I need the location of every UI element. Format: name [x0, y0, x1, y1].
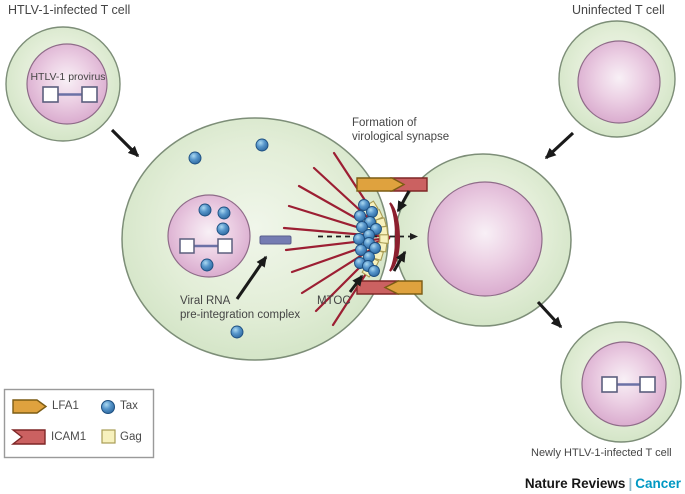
- arrow-infected-to-central: [110, 128, 140, 158]
- central-infected-cell: [121, 117, 389, 361]
- engaged-target-cell: [394, 153, 572, 327]
- label-viral-rna-line1: Viral RNA: [180, 295, 231, 307]
- legend-label-icam1: ICAM1: [51, 431, 87, 443]
- uninfected-t-cell: [558, 20, 676, 138]
- lfa1-arrow-icon: [383, 280, 423, 295]
- arrow-target-to-newly-infected: [536, 300, 563, 329]
- provirus-icon: [601, 376, 656, 393]
- arrow-uninfected-to-target: [544, 131, 575, 160]
- nuclear-tax-dots: [198, 203, 231, 272]
- label-synapse-formation: Formation of virological synapse: [352, 117, 449, 144]
- gag-square-icon: [101, 429, 116, 444]
- icam1-notched-bar-icon: [10, 429, 46, 445]
- label-viral-rna: Viral RNA pre-integration complex: [180, 295, 300, 322]
- arrow-synapse-upper: [396, 190, 411, 213]
- label-uninfected-t-cell: Uninfected T cell: [572, 3, 665, 17]
- newly-infected-t-cell: [560, 321, 682, 443]
- preintegration-complex-icon: [259, 235, 292, 245]
- cytoplasm-tax-dots: [188, 138, 269, 339]
- tax-cluster: [353, 199, 382, 277]
- journal-credit: Nature Reviews|Cancer: [525, 476, 681, 491]
- legend-label-lfa1: LFA1: [52, 400, 79, 412]
- label-mtoc: MTOC: [317, 295, 351, 307]
- arrow-synapse-lower: [392, 250, 407, 272]
- label-viral-rna-line2: pre-integration complex: [180, 308, 301, 321]
- arrow-viral-rna-pointer: [235, 255, 268, 300]
- arrow-mtoc-pointer: [348, 274, 364, 293]
- label-synapse-formation-line2: virological synapse: [352, 130, 450, 143]
- journal-name: Nature Reviews: [524, 476, 626, 491]
- label-htlv1-provirus: HTLV-1 provirus: [30, 71, 106, 83]
- label-synapse-formation-line1: Formation of: [352, 117, 417, 129]
- flow-arrows: [110, 128, 575, 329]
- provirus-icon: [179, 238, 233, 254]
- infected-t-cell: [5, 26, 121, 142]
- provirus-icon: [42, 86, 98, 103]
- lfa1-arrow-icon: [12, 399, 48, 414]
- adhesion-pair-top: [356, 177, 428, 192]
- journal-separator: |: [628, 476, 633, 491]
- lfa1-arrow-icon: [356, 177, 406, 192]
- label-newly-infected-t-cell: Newly HTLV-1-infected T cell: [531, 447, 672, 459]
- tax-circle-icon: [101, 400, 115, 414]
- label-infected-t-cell: HTLV-1-infected T cell: [8, 3, 131, 17]
- legend-box: [3, 388, 155, 459]
- legend-label-gag: Gag: [120, 431, 142, 443]
- journal-section: Cancer: [635, 476, 681, 491]
- legend-label-tax: Tax: [120, 400, 138, 412]
- adhesion-pair-bottom: [356, 280, 423, 295]
